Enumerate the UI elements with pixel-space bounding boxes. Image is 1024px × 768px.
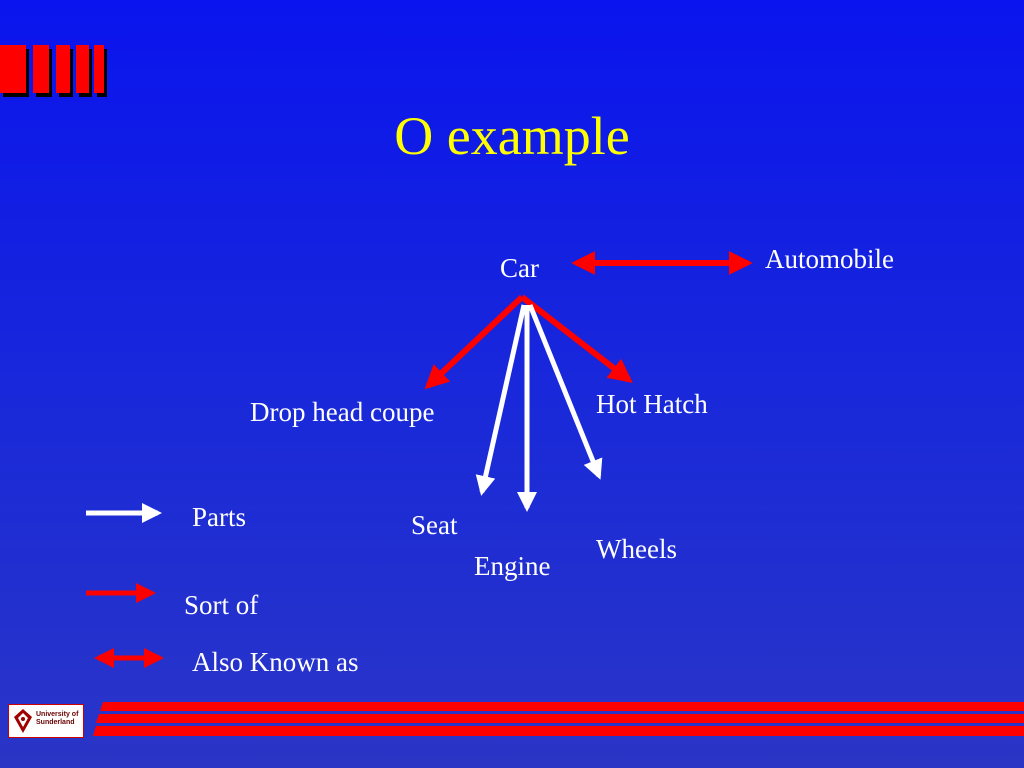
header-bars-decoration [0,45,107,97]
parts-arrow-seat [475,304,527,496]
node-hot-hatch: Hot Hatch [596,389,708,419]
node-automobile: Automobile [765,244,894,274]
logo-line1: University of [36,711,79,718]
node-wheels: Wheels [596,534,677,564]
logo-line2: Sunderland [36,719,75,726]
parts-arrow-wheels [527,304,603,480]
node-seat: Seat [411,510,458,540]
legend-parts-label: Parts [192,502,246,532]
sortof-arrow-hot-hatch [520,294,633,383]
legend-aka-label: Also Known as [192,647,359,677]
node-engine: Engine [474,551,551,581]
slide-title: O example [394,106,630,166]
sortof-arrow-drop-head-coupe [424,294,525,390]
logo-text: University of Sunderland [36,711,84,727]
university-logo: University of Sunderland [8,704,84,738]
legend-sortof-label: Sort of [184,590,259,620]
footer-stripes-decoration [93,702,1024,736]
crest-icon [14,709,32,733]
node-car: Car [500,253,539,283]
node-drop-head-coupe: Drop head coupe [250,397,435,427]
